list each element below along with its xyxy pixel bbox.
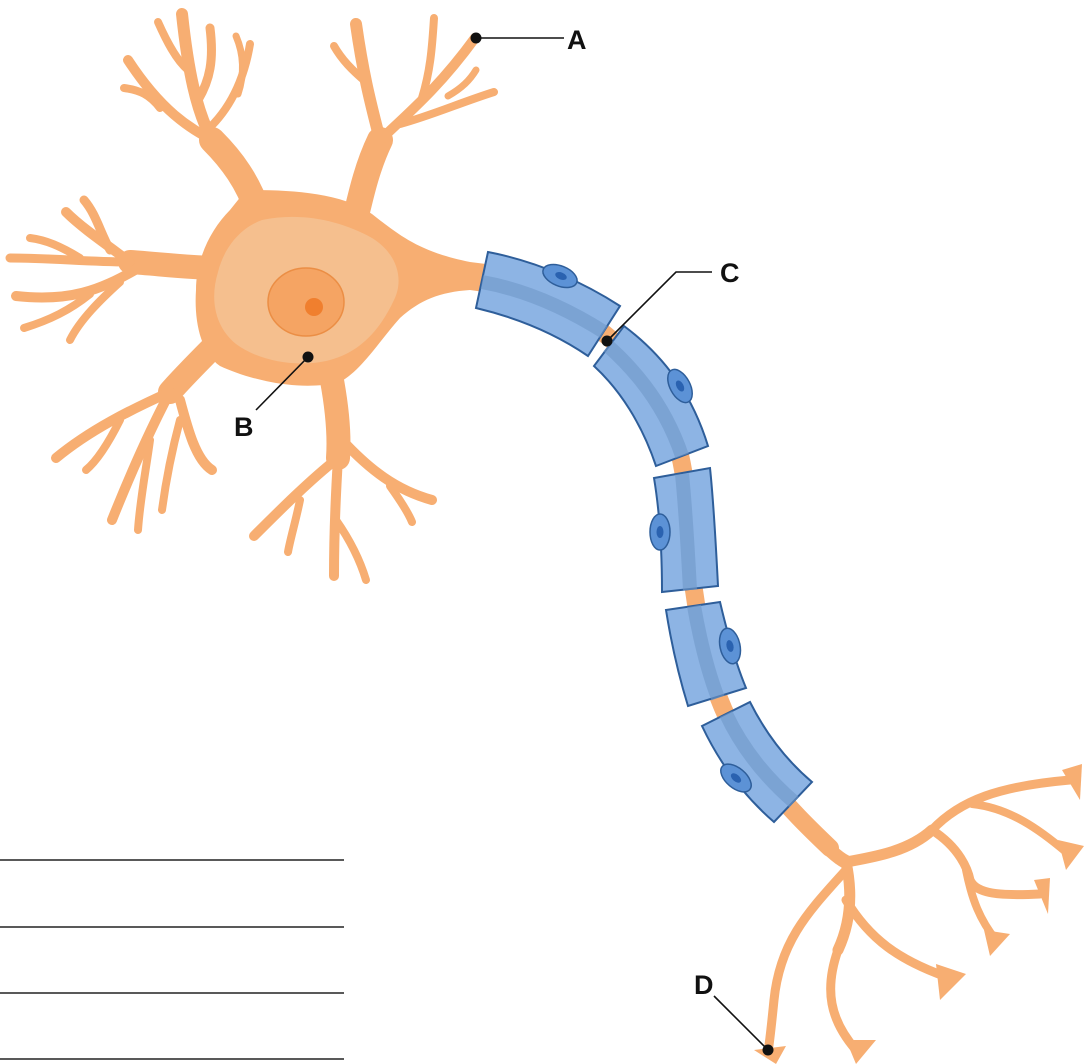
label-b: B <box>234 412 254 442</box>
myelin-segment <box>650 468 718 592</box>
axon-terminal-bouton <box>984 930 1010 956</box>
cell-body <box>196 190 486 386</box>
myelin-segment <box>666 602 746 706</box>
axon-terminal-bouton <box>1058 840 1084 870</box>
axon-terminal-bouton <box>936 964 966 1000</box>
label-d-group: D <box>694 970 774 1056</box>
myelin-segment <box>594 326 708 466</box>
answer-lines <box>0 860 344 1059</box>
label-a: A <box>567 25 587 55</box>
label-a-group: A <box>471 25 587 55</box>
nucleus <box>268 268 344 336</box>
label-d-pointer <box>763 1045 774 1056</box>
myelin-segment <box>476 252 620 356</box>
myelin-sheath <box>476 252 812 822</box>
label-d: D <box>694 970 714 1000</box>
label-a-pointer <box>471 33 482 44</box>
label-b-pointer <box>303 352 314 363</box>
nucleolus <box>305 298 323 316</box>
label-c: C <box>720 258 740 288</box>
axon-terminal-bouton <box>846 1040 876 1064</box>
label-c-pointer <box>602 336 613 347</box>
